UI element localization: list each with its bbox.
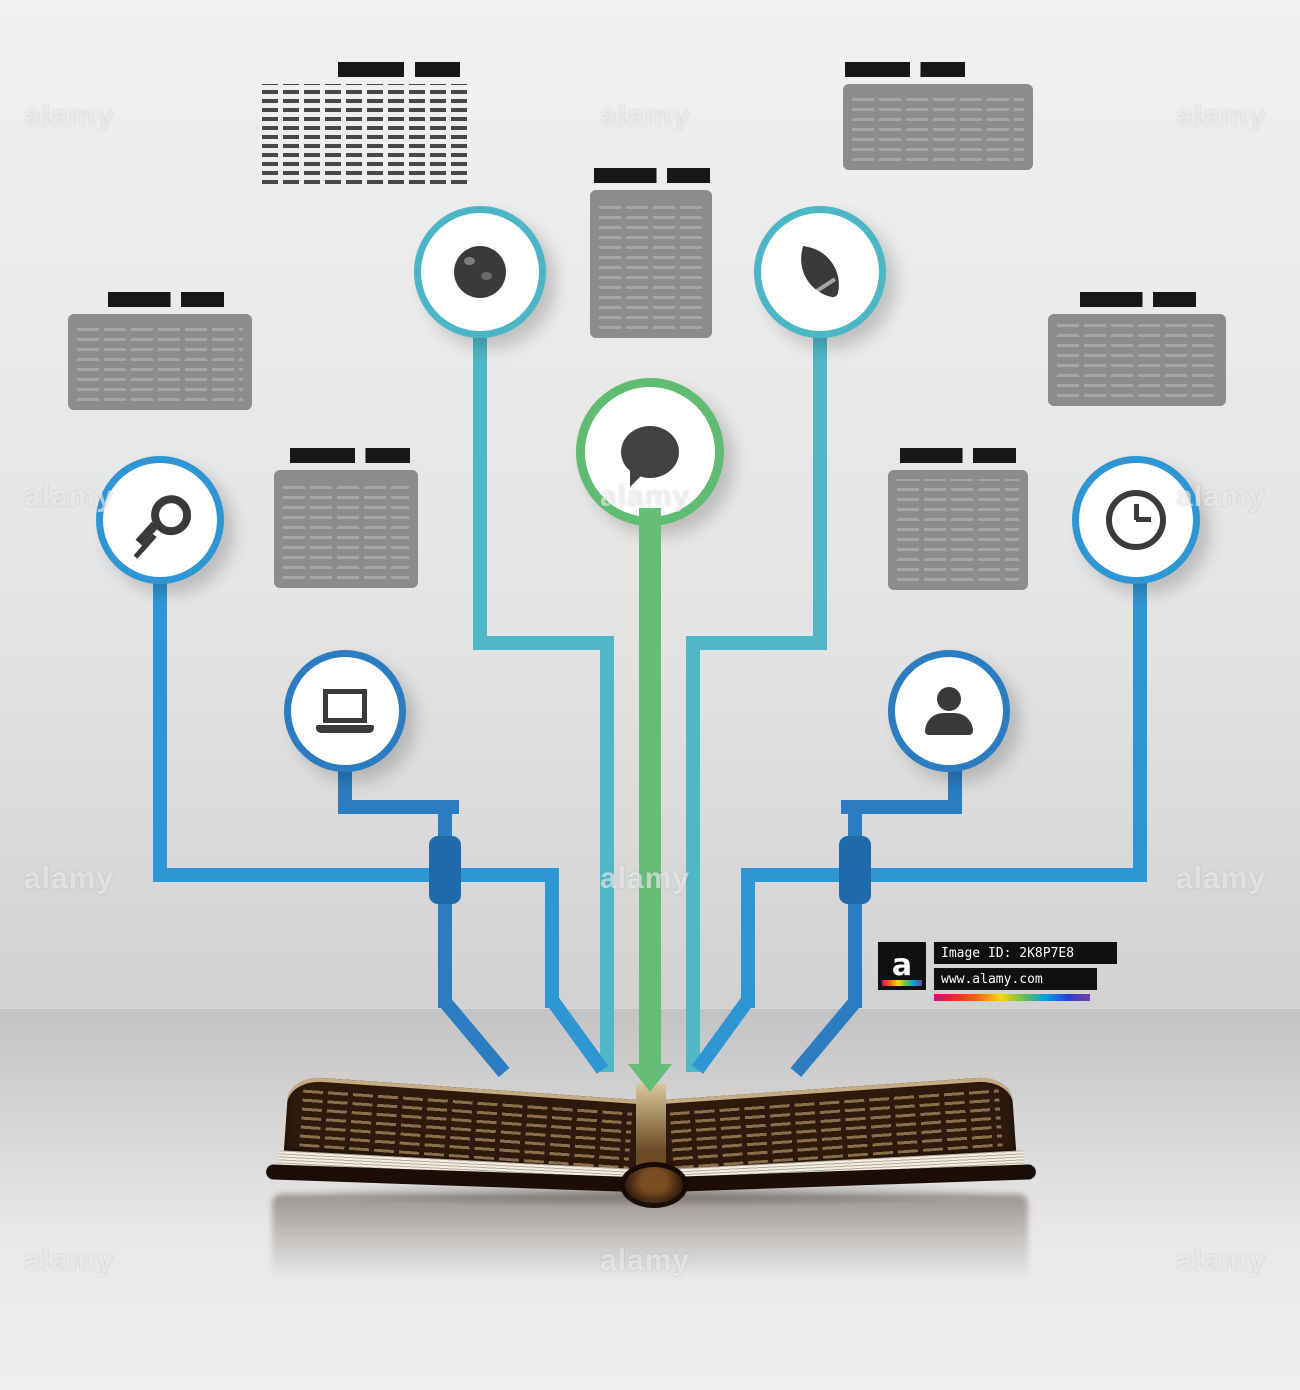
clock-node xyxy=(1072,456,1200,584)
speech-bubble-icon xyxy=(621,426,679,487)
alamy-watermark: alamy xyxy=(600,1244,691,1277)
alamy-watermark: alamy xyxy=(24,480,115,513)
website-bar: www.alamy.com xyxy=(934,968,1097,990)
website-text: www.alamy.com xyxy=(941,971,1043,987)
scribble-lines xyxy=(77,323,243,401)
connector-junction-right xyxy=(839,836,871,904)
connector-person-horizontal xyxy=(841,800,962,814)
key-node xyxy=(96,456,224,584)
connector-globe-horizontal xyxy=(473,636,614,650)
alamy-watermark: alamy xyxy=(600,480,691,513)
placeholder-paragraph-top-left xyxy=(262,84,467,184)
alamy-watermark: alamy xyxy=(1176,480,1267,513)
leaf-icon xyxy=(793,245,847,299)
scribble-lines xyxy=(1057,323,1217,397)
alamy-logo-letter: a xyxy=(891,948,913,983)
clock-icon xyxy=(1106,490,1166,550)
key-icon xyxy=(116,476,204,564)
connector-leaf-vertical xyxy=(813,332,827,650)
alamy-watermark: alamy xyxy=(1176,862,1267,895)
book-spine xyxy=(636,1084,666,1168)
globe-icon xyxy=(454,246,506,298)
scribble-lines xyxy=(897,479,1019,581)
connector-center-trunk xyxy=(639,508,661,1068)
alamy-watermark: alamy xyxy=(1176,100,1267,133)
connector-leaf-horizontal xyxy=(686,636,827,650)
open-book xyxy=(265,1058,1037,1378)
book-reflection xyxy=(272,1194,1028,1309)
connector-clock-horizontal xyxy=(741,868,1147,882)
placeholder-title-mid-right xyxy=(900,448,1016,463)
alamy-watermark: alamy xyxy=(24,100,115,133)
connector-key-drop xyxy=(545,868,559,1008)
image-id-bar: Image ID: 2K8P7E8 xyxy=(934,942,1117,964)
placeholder-box-top-center xyxy=(590,190,712,338)
placeholder-box-mid-left xyxy=(274,470,418,588)
connector-clock-vertical xyxy=(1133,566,1147,882)
image-id-text: Image ID: 2K8P7E8 xyxy=(941,945,1075,961)
connector-clock-drop xyxy=(741,868,755,1008)
person-node xyxy=(888,650,1010,772)
connector-person-drop xyxy=(848,800,862,1008)
connector-laptop-drop xyxy=(438,800,452,1008)
placeholder-box-mid-right xyxy=(888,470,1028,590)
placeholder-box-left xyxy=(68,314,252,410)
placeholder-title-mid-left xyxy=(290,448,410,463)
attribution-rainbow-strip xyxy=(934,994,1090,1001)
connector-globe-drop xyxy=(600,636,614,1072)
placeholder-title-top-center xyxy=(594,168,710,183)
globe-node xyxy=(414,206,546,338)
connector-key-vertical xyxy=(153,566,167,882)
connector-key-horizontal xyxy=(153,868,559,882)
placeholder-title-top-left xyxy=(338,62,460,77)
scribble-lines xyxy=(852,93,1024,161)
alamy-watermark: alamy xyxy=(600,100,691,133)
alamy-watermark: alamy xyxy=(24,862,115,895)
placeholder-box-top-right xyxy=(843,84,1033,170)
laptop-icon xyxy=(316,689,374,733)
scribble-lines xyxy=(599,199,703,329)
connector-globe-vertical xyxy=(473,332,487,650)
alamy-watermark: alamy xyxy=(1176,1244,1267,1277)
placeholder-title-top-right xyxy=(845,62,965,77)
scribble-lines xyxy=(283,479,409,579)
placeholder-title-right xyxy=(1080,292,1196,307)
leaf-node xyxy=(754,206,886,338)
person-icon xyxy=(924,687,974,735)
laptop-node xyxy=(284,650,406,772)
connector-laptop-horizontal xyxy=(338,800,459,814)
book-clasp xyxy=(620,1162,688,1208)
connector-junction-left xyxy=(429,836,461,904)
placeholder-box-right xyxy=(1048,314,1226,406)
center-arrow-head xyxy=(628,1064,672,1092)
connector-leaf-drop xyxy=(686,636,700,1072)
alamy-logo-rainbow-strip xyxy=(882,980,922,986)
alamy-watermark: alamy xyxy=(24,1244,115,1277)
placeholder-title-left xyxy=(108,292,224,307)
alamy-watermark: alamy xyxy=(600,862,691,895)
